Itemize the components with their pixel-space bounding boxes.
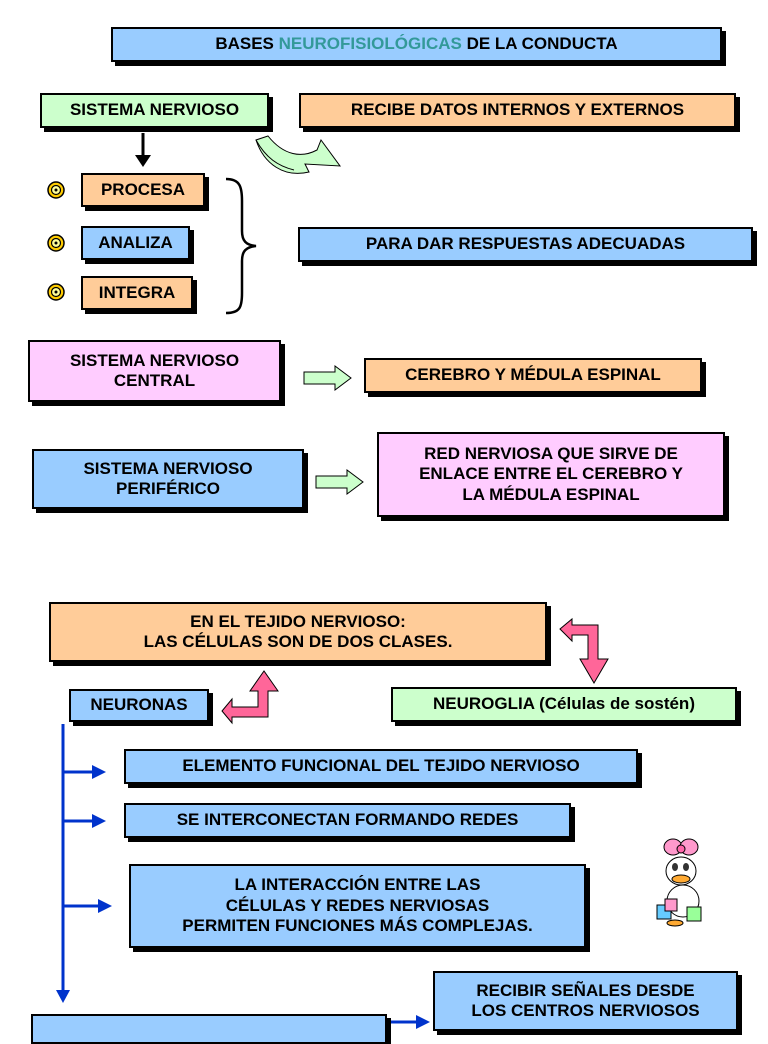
analiza-box: ANALIZA	[81, 226, 190, 260]
integra-box: INTEGRA	[81, 276, 193, 310]
recibir-senales-label: RECIBIR SEÑALES DESDE LOS CENTROS NERVIO…	[471, 980, 700, 1020]
curly-brace-icon	[225, 177, 257, 315]
target-bullet-icon	[47, 234, 65, 252]
neuronas-item-label: SE INTERCONECTAN FORMANDO REDES	[176, 810, 519, 830]
snp-target-label: RED NERVIOSA QUE SIRVE DE ENLACE ENTRE E…	[419, 443, 683, 504]
neuronas-item-label: LA INTERACCIÓN ENTRE LAS CÉLULAS Y REDES…	[182, 875, 533, 936]
connector-lines	[0, 0, 440, 320]
procesa-label: PROCESA	[100, 179, 186, 199]
right-arrow-icon	[303, 365, 352, 391]
title-highlight: NEUROFISIOLÓGICAS	[278, 34, 462, 54]
bent-arrow-icon	[221, 670, 279, 725]
neuronas-item-2-box: SE INTERCONECTAN FORMANDO REDES	[124, 803, 571, 838]
neuroglia-box: NEUROGLIA (Células de sostén)	[391, 687, 737, 722]
snp-target-box: RED NERVIOSA QUE SIRVE DE ENLACE ENTRE E…	[377, 432, 725, 517]
respuestas-label: PARA DAR RESPUESTAS ADECUADAS	[365, 234, 686, 254]
snp-box: SISTEMA NERVIOSO PERIFÉRICO	[32, 449, 304, 509]
snc-label: SISTEMA NERVIOSO CENTRAL	[69, 350, 240, 390]
title-part2: DE LA CONDUCTA	[461, 34, 618, 54]
title-part1: BASES	[215, 34, 279, 54]
neuroglia-label: NEUROGLIA (Células de sostén)	[433, 694, 695, 714]
bent-arrow-icon	[559, 617, 609, 684]
recibir-senales-box: RECIBIR SEÑALES DESDE LOS CENTROS NERVIO…	[433, 971, 738, 1031]
duck-cartoon-icon	[656, 838, 702, 927]
curved-arrow-icon	[255, 135, 342, 174]
bottom-left-box	[31, 1014, 387, 1044]
snc-target-label: CEREBRO Y MÉDULA ESPINAL	[405, 365, 661, 385]
down-arrow-icon	[135, 133, 151, 167]
neuronas-label: NEURONAS	[90, 695, 188, 715]
right-arrow-icon	[315, 469, 364, 495]
page-title: BASES NEUROFISIOLÓGICAS DE LA CONDUCTA	[111, 27, 722, 62]
integra-label: INTEGRA	[98, 282, 176, 302]
procesa-box: PROCESA	[81, 173, 205, 207]
recibe-datos-box: RECIBE DATOS INTERNOS Y EXTERNOS	[299, 93, 736, 128]
snc-box: SISTEMA NERVIOSO CENTRAL	[28, 340, 281, 402]
sistema-nervioso-label: SISTEMA NERVIOSO	[69, 100, 240, 120]
target-bullet-icon	[47, 181, 65, 199]
snc-target-box: CEREBRO Y MÉDULA ESPINAL	[364, 358, 702, 393]
sistema-nervioso-box: SISTEMA NERVIOSO	[40, 93, 269, 128]
target-bullet-icon	[47, 283, 65, 301]
neuronas-item-label: ELEMENTO FUNCIONAL DEL TEJIDO NERVIOSO	[182, 756, 580, 776]
analiza-label: ANALIZA	[98, 232, 173, 252]
snp-label: SISTEMA NERVIOSO PERIFÉRICO	[83, 458, 253, 498]
respuestas-box: PARA DAR RESPUESTAS ADECUADAS	[298, 227, 753, 262]
neuronas-item-3-box: LA INTERACCIÓN ENTRE LAS CÉLULAS Y REDES…	[129, 864, 586, 948]
tejido-header-label: EN EL TEJIDO NERVIOSO: LAS CÉLULAS SON D…	[143, 611, 453, 651]
neuronas-item-1-box: ELEMENTO FUNCIONAL DEL TEJIDO NERVIOSO	[124, 749, 638, 784]
tejido-header-box: EN EL TEJIDO NERVIOSO: LAS CÉLULAS SON D…	[49, 602, 547, 662]
recibe-datos-label: RECIBE DATOS INTERNOS Y EXTERNOS	[350, 100, 685, 120]
neuronas-box: NEURONAS	[69, 689, 209, 722]
